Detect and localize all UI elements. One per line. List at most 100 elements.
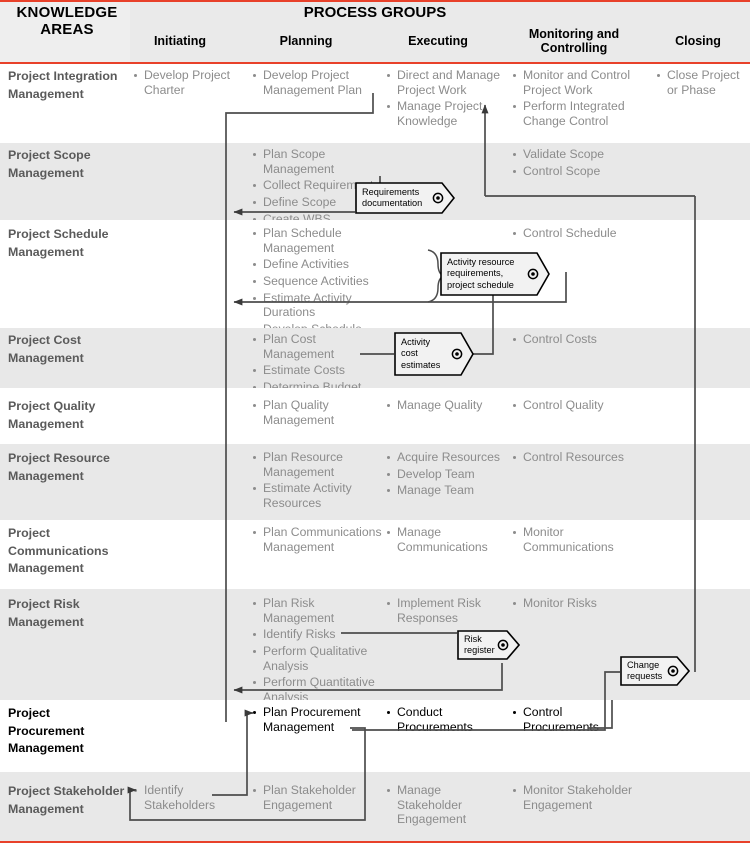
process-item: Plan Schedule Management	[252, 226, 382, 255]
deliverable-tag: Risk register	[457, 630, 520, 660]
knowledge-area-label: Project Stakeholder Management	[8, 784, 125, 816]
process-item: Acquire Resources	[386, 450, 506, 465]
process-item: Plan Cost Management	[252, 332, 382, 361]
process-item: Estimate Activity Resources	[252, 481, 382, 510]
knowledge-area-label: Project Procurement Management	[8, 706, 85, 756]
process-item: Monitor Stakeholder Engagement	[512, 783, 637, 812]
process-list-executing: Implement Risk Responses	[386, 596, 506, 627]
process-list-closing: Close Project or Phase	[656, 68, 748, 99]
process-item: Perform Qualitative Analysis	[252, 644, 382, 673]
process-item: Manage Communications	[386, 525, 506, 554]
process-list-executing: Manage Quality	[386, 398, 506, 415]
knowledge-area-label: Project Communications Management	[8, 526, 109, 576]
process-list-monitoring: Monitor Stakeholder Engagement	[512, 783, 637, 814]
process-item: Control Costs	[512, 332, 637, 347]
knowledge-area-label: Project Cost Management	[8, 333, 84, 365]
knowledge-area-label: Project Scope Management	[8, 148, 91, 180]
top-red-rule	[0, 0, 750, 2]
column-header-closing: Closing	[675, 34, 721, 48]
process-item: Monitor Communications	[512, 525, 637, 554]
header-red-rule	[0, 62, 750, 64]
process-item: Develop Team	[386, 467, 506, 482]
knowledge-areas-title: KNOWLEDGE AREAS	[16, 4, 118, 38]
deliverable-tag: Activity resource requirements, project …	[440, 252, 550, 296]
process-item: Validate Scope	[512, 147, 637, 162]
process-item: Identify Risks	[252, 627, 382, 642]
table-row	[0, 772, 750, 841]
knowledge-area-label: Project Quality Management	[8, 399, 96, 431]
process-item: Plan Procurement Management	[252, 705, 382, 734]
process-item: Conduct Procurements	[386, 705, 506, 734]
process-item: Control Scope	[512, 164, 637, 179]
process-item: Estimate Costs	[252, 363, 382, 378]
process-item: Monitor and Control Project Work	[512, 68, 637, 97]
process-item: Define Activities	[252, 257, 382, 272]
process-list-monitoring: Control Quality	[512, 398, 637, 415]
tag-label: Change requests	[627, 659, 663, 682]
knowledge-area-label: Project Schedule Management	[8, 227, 109, 259]
process-item: Plan Scope Management	[252, 147, 382, 176]
process-list-executing: Manage Communications	[386, 525, 506, 556]
column-header-initiating: Initiating	[153, 34, 207, 48]
process-item: Control Procurements	[512, 705, 637, 734]
process-item: Develop Project Management Plan	[252, 68, 382, 97]
process-list-executing: Conduct Procurements	[386, 705, 506, 736]
process-item: Plan Communications Management	[252, 525, 382, 554]
process-item: Plan Stakeholder Engagement	[252, 783, 382, 812]
process-item: Monitor Risks	[512, 596, 637, 611]
process-item: Develop Project Charter	[133, 68, 233, 97]
process-list-planning: Plan Stakeholder Engagement	[252, 783, 382, 814]
tag-label: Activity cost estimates	[401, 336, 441, 370]
process-item: Close Project or Phase	[656, 68, 748, 97]
process-list-monitoring: Control Costs	[512, 332, 637, 349]
tag-label: Risk register	[464, 633, 495, 656]
process-item: Sequence Activities	[252, 274, 382, 289]
tag-label: Requirements documentation	[362, 186, 423, 209]
process-item: Manage Team	[386, 483, 506, 498]
table-row	[0, 444, 750, 520]
column-header-monitoring-and-controlling: Monitoring and Controlling	[528, 27, 620, 55]
process-list-monitoring: Monitor Communications	[512, 525, 637, 556]
process-item: Manage Project Knowledge	[386, 99, 506, 128]
table-row	[0, 388, 750, 444]
knowledge-area-label: Project Resource Management	[8, 451, 110, 483]
process-item: Estimate Activity Durations	[252, 291, 382, 320]
process-item: Manage Quality	[386, 398, 506, 413]
process-item: Manage Stakeholder Engagement	[386, 783, 506, 827]
process-item: Direct and Manage Project Work	[386, 68, 506, 97]
process-list-monitoring: Monitor Risks	[512, 596, 637, 613]
process-list-monitoring: Control Procurements	[512, 705, 637, 736]
process-list-planning: Develop Project Management Plan	[252, 68, 382, 99]
process-groups-title: PROCESS GROUPS	[303, 4, 447, 21]
process-list-initiating: Identify Stakeholders	[133, 783, 233, 814]
process-item: Control Resources	[512, 450, 637, 465]
process-item: Plan Resource Management	[252, 450, 382, 479]
knowledge-area-label: Project Risk Management	[8, 597, 84, 629]
process-item: Perform Integrated Change Control	[512, 99, 637, 128]
deliverable-tag: Requirements documentation	[355, 182, 455, 214]
process-list-monitoring: Control Resources	[512, 450, 637, 467]
process-item: Plan Quality Management	[252, 398, 382, 427]
header-band-left	[0, 2, 130, 62]
process-list-executing: Manage Stakeholder Engagement	[386, 783, 506, 829]
table-row	[0, 520, 750, 589]
column-header-planning: Planning	[279, 34, 333, 48]
bottom-red-rule	[0, 841, 750, 843]
process-item: Control Schedule	[512, 226, 637, 241]
process-item: Implement Risk Responses	[386, 596, 506, 625]
column-header-executing: Executing	[408, 34, 468, 48]
process-list-planning: Plan Quality Management	[252, 398, 382, 429]
process-list-initiating: Develop Project Charter	[133, 68, 233, 99]
table-row	[0, 64, 750, 143]
knowledge-area-label: Project Integration Management	[8, 69, 118, 101]
deliverable-tag: Change requests	[620, 656, 690, 686]
tag-label: Activity resource requirements, project …	[447, 256, 515, 290]
process-list-monitoring: Control Schedule	[512, 226, 637, 243]
deliverable-tag: Activity cost estimates	[394, 332, 474, 376]
